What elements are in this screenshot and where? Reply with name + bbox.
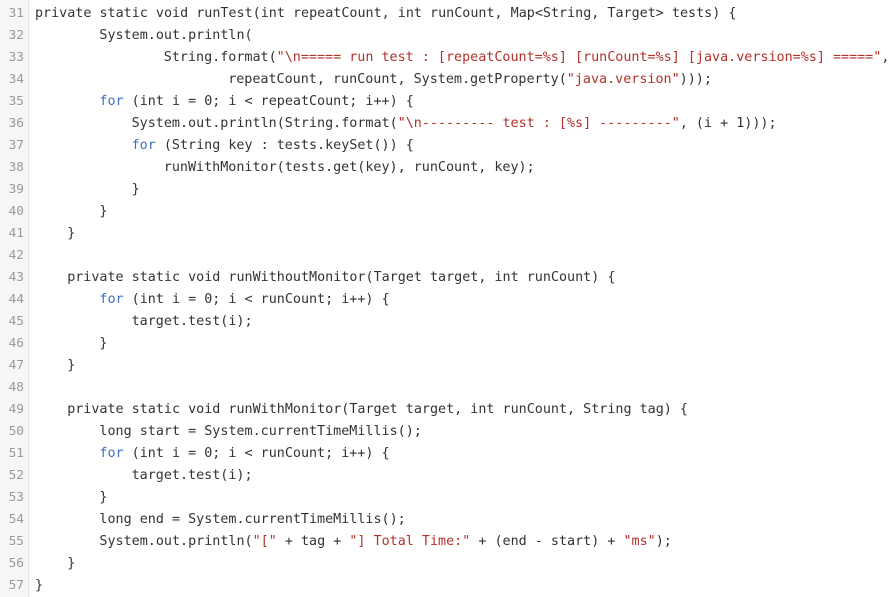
code-token: repeatCount, runCount, System.getPropert… (228, 72, 567, 87)
line-number: 35 (8, 94, 24, 109)
line-number: 52 (8, 468, 24, 483)
string-literal: "[" (252, 534, 277, 549)
code-token: + tag + (276, 534, 350, 549)
line-code: } (67, 355, 75, 377)
control-keyword: for (131, 138, 156, 153)
code-token: , (i + 1))); (679, 116, 777, 131)
line-number: 55 (8, 534, 24, 549)
line-number: 33 (8, 50, 24, 65)
code-token: } (35, 578, 44, 593)
code-token: System.out.println( (99, 534, 253, 549)
line-number: 48 (8, 380, 24, 395)
code-token: } (67, 556, 76, 571)
line-code: } (67, 553, 75, 575)
code-token: } (99, 204, 108, 219)
line-code: System.out.println( (99, 25, 252, 47)
line-code: runWithMonitor(tests.get(key), runCount,… (164, 157, 535, 179)
code-token: (String key : tests.keySet()) { (155, 138, 414, 153)
line-code: } (67, 223, 75, 245)
code-token: } (67, 358, 76, 373)
line-number: 50 (8, 424, 24, 439)
code-token: System.out.println(String.format( (131, 116, 398, 131)
line-code: } (132, 179, 140, 201)
line-number: 32 (8, 28, 24, 43)
line-number: 51 (8, 446, 24, 461)
line-number: 39 (8, 182, 24, 197)
control-keyword: for (99, 94, 124, 109)
line-code: for (int i = 0; i < repeatCount; i++) { (99, 91, 413, 113)
line-number: 44 (8, 292, 24, 307)
code-token: private static void runTest(int repeatCo… (35, 6, 737, 21)
line-number-gutter (0, 0, 28, 597)
line-code: } (35, 575, 43, 597)
line-number: 42 (8, 248, 24, 263)
line-code: target.test(i); (132, 465, 253, 487)
code-token: } (99, 336, 108, 351)
line-code: private static void runWithMonitor(Targe… (67, 399, 688, 421)
line-code: } (99, 201, 107, 223)
code-token: (int i = 0; i < runCount; i++) { (123, 292, 390, 307)
line-code: repeatCount, runCount, System.getPropert… (228, 69, 712, 91)
line-code: for (String key : tests.keySet()) { (132, 135, 414, 157)
code-token: } (99, 490, 108, 505)
line-number: 46 (8, 336, 24, 351)
string-literal: "java.version" (566, 72, 680, 87)
line-code: System.out.println(String.format("\n----… (132, 113, 777, 135)
line-number: 38 (8, 160, 24, 175)
line-code: private static void runWithoutMonitor(Ta… (67, 267, 615, 289)
code-token: target.test(i); (131, 468, 253, 483)
line-code: } (99, 333, 107, 355)
line-number: 54 (8, 512, 24, 527)
code-token: private static void runWithoutMonitor(Ta… (67, 270, 616, 285)
line-code: } (99, 487, 107, 509)
gutter-divider (28, 0, 29, 597)
code-token: private static void runWithMonitor(Targe… (67, 402, 688, 417)
line-code: target.test(i); (132, 311, 253, 333)
line-number: 47 (8, 358, 24, 373)
line-code: long start = System.currentTimeMillis(); (99, 421, 421, 443)
string-literal: "\n--------- test : [%s] ---------" (397, 116, 680, 131)
line-code: for (int i = 0; i < runCount; i++) { (99, 289, 389, 311)
code-token: ))); (679, 72, 712, 87)
string-literal: "ms" (623, 534, 656, 549)
line-number: 49 (8, 402, 24, 417)
line-number: 37 (8, 138, 24, 153)
string-literal: "\n===== run test : [repeatCount=%s] [ru… (276, 50, 882, 65)
line-code: private static void runTest(int repeatCo… (35, 3, 736, 25)
code-token: , (881, 50, 889, 65)
control-keyword: for (99, 446, 124, 461)
code-token: long start = System.currentTimeMillis(); (99, 424, 422, 439)
control-keyword: for (99, 292, 124, 307)
line-number: 56 (8, 556, 24, 571)
code-token: String.format( (163, 50, 277, 65)
code-token: + (end - start) + (470, 534, 624, 549)
code-token: (int i = 0; i < runCount; i++) { (123, 446, 390, 461)
line-number: 43 (8, 270, 24, 285)
code-token: ); (655, 534, 672, 549)
code-token: } (131, 182, 140, 197)
code-token: System.out.println( (99, 28, 253, 43)
line-number: 45 (8, 314, 24, 329)
code-token: target.test(i); (131, 314, 253, 329)
code-token: } (67, 226, 76, 241)
line-number: 36 (8, 116, 24, 131)
line-code: for (int i = 0; i < runCount; i++) { (99, 443, 389, 465)
line-number: 57 (8, 578, 24, 593)
code-token: (int i = 0; i < repeatCount; i++) { (123, 94, 414, 109)
line-number: 53 (8, 490, 24, 505)
line-number: 31 (8, 6, 24, 21)
line-number: 41 (8, 226, 24, 241)
line-number: 40 (8, 204, 24, 219)
line-code: long end = System.currentTimeMillis(); (99, 509, 405, 531)
line-code: System.out.println("[" + tag + "] Total … (99, 531, 671, 553)
line-code: String.format("\n===== run test : [repea… (164, 47, 889, 69)
line-number: 34 (8, 72, 24, 87)
string-literal: "] Total Time:" (349, 534, 471, 549)
code-token: runWithMonitor(tests.get(key), runCount,… (163, 160, 535, 175)
code-token: long end = System.currentTimeMillis(); (99, 512, 406, 527)
